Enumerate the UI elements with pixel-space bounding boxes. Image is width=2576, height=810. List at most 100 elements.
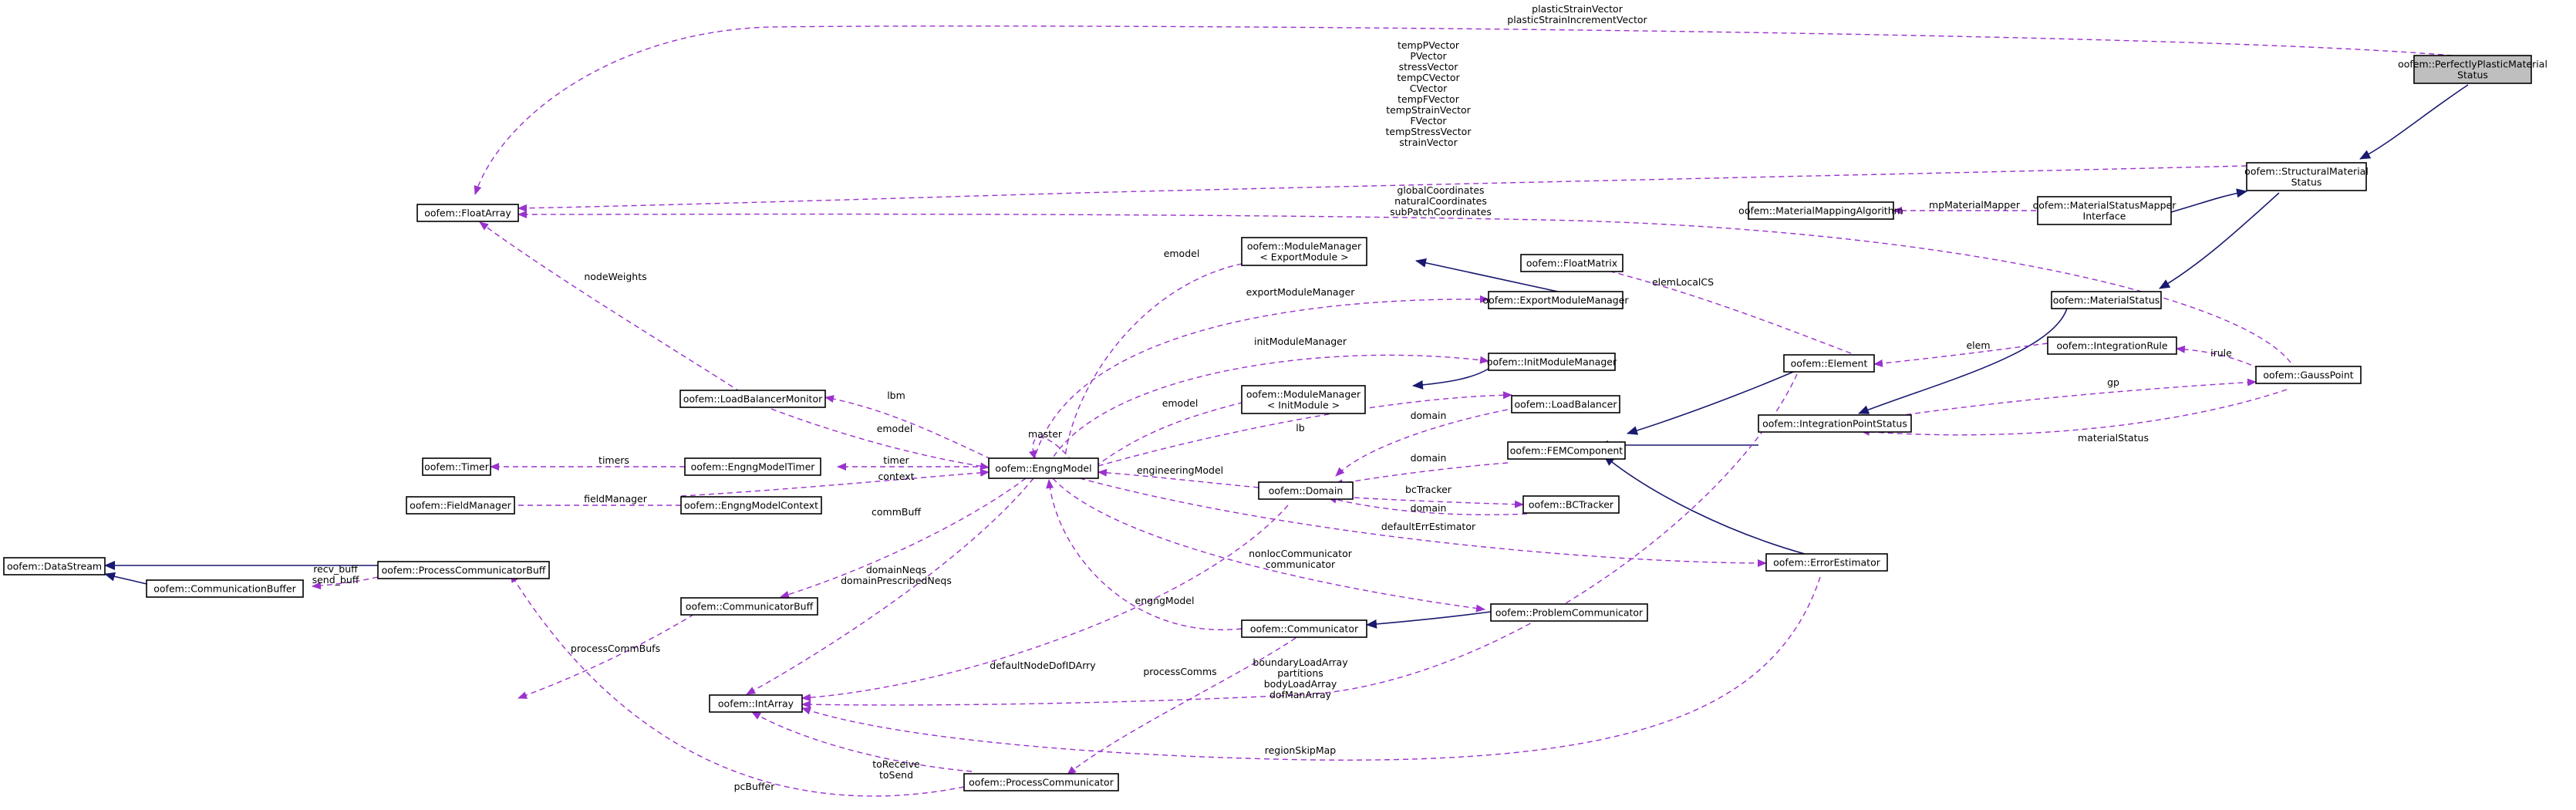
class-node-label: oofem::IntegrationPointStatus [1762, 418, 1907, 430]
class-node-bctracker[interactable]: oofem::BCTracker [1522, 495, 1620, 514]
edge-label-line: partitions [1277, 667, 1323, 679]
edge-label-line: timers [598, 454, 629, 466]
class-node-label: oofem::ModuleManager [1247, 241, 1362, 252]
label-gp: gp [2107, 376, 2119, 388]
class-node-label: oofem::Element [1791, 358, 1868, 370]
class-node-label: oofem::MaterialMappingAlgorithm [1738, 205, 1903, 217]
class-node-communicationbuffer[interactable]: oofem::CommunicationBuffer [146, 579, 304, 598]
label-bctracker: bcTracker [1405, 484, 1452, 495]
edge-inherit-perfectlyplastic-structural [2359, 84, 2469, 160]
edge-inherit-materialstatus-ipstatus [1858, 308, 2068, 414]
label-domain-bc: domain [1411, 502, 1447, 514]
class-node-label: oofem::Timer [424, 461, 490, 473]
edge-label-line: exportModuleManager [1246, 286, 1356, 298]
class-node-timer[interactable]: oofem::Timer [422, 457, 491, 476]
class-node-materialstatus[interactable]: oofem::MaterialStatus [2051, 291, 2162, 309]
class-node-gausspoint[interactable]: oofem::GaussPoint [2255, 366, 2362, 384]
edge-use-engngmodel [1046, 479, 1242, 631]
class-node-label: oofem::CommunicationBuffer [153, 583, 296, 595]
label-exportmodulemanager: exportModuleManager [1246, 286, 1356, 298]
label-timers: timers [598, 454, 629, 466]
label-engngmodel: engngModel [1135, 595, 1195, 606]
class-node-initmodulemanager[interactable]: oofem::InitModuleManager [1487, 353, 1617, 371]
edge-use-initmodulemanager [1048, 354, 1489, 465]
edge-label-line: elem [1966, 339, 1990, 351]
edge-use-commbuff [780, 478, 1027, 599]
edge-label-line: master [1028, 428, 1063, 440]
class-node-label: oofem::InitModuleManager [1487, 356, 1617, 368]
class-node-label: oofem::ErrorEstimator [1773, 557, 1881, 569]
edge-use-materialstatus [1860, 389, 2288, 436]
class-node-label: oofem::GaussPoint [2263, 370, 2353, 381]
edge-inherit-commbuffer-datastream [104, 572, 147, 585]
edge-use-emodel-init [1094, 402, 1242, 467]
edge-label-line: domain [1411, 410, 1447, 421]
class-node-domain[interactable]: oofem::Domain [1258, 481, 1354, 500]
edge-label-line: subPatchCoordinates [1390, 206, 1492, 218]
edge-use-elem [1873, 343, 2048, 367]
edge-label-line: bodyLoadArray [1264, 678, 1337, 690]
class-node-modulemanager-exportmodule[interactable]: oofem::ModuleManager< ExportModule > [1241, 237, 1367, 266]
label-master: master [1028, 428, 1063, 440]
class-node-processcommunicatorbuff[interactable]: oofem::ProcessCommunicatorBuff [377, 561, 550, 579]
edge-label-line: nonlocCommunicator [1249, 548, 1353, 559]
edge-label-line: stressVector [1399, 61, 1459, 73]
class-node-femcomponent[interactable]: oofem::FEMComponent [1507, 441, 1626, 460]
edge-use-processcomms [1067, 637, 1296, 775]
class-node-label: oofem::ExportModuleManager [1482, 295, 1629, 306]
class-node-label: oofem::PerfectlyPlasticMaterial [2398, 59, 2547, 70]
class-node-communicatorbuff[interactable]: oofem::CommunicatorBuff [680, 597, 818, 616]
class-node-floatarray[interactable]: oofem::FloatArray [416, 204, 519, 222]
label-processcommbufs: processCommBufs [571, 643, 660, 654]
label-timer: timer [883, 454, 909, 466]
class-node-exportmodulemanager[interactable]: oofem::ExportModuleManager [1482, 291, 1629, 309]
edge-use-plasticstrain [474, 25, 2453, 195]
label-processcomms: processComms [1143, 666, 1216, 677]
class-node-label: oofem::MaterialStatus [2053, 295, 2160, 306]
class-node-fieldmanager[interactable]: oofem::FieldManager [406, 496, 515, 515]
class-node-intarray[interactable]: oofem::IntArray [709, 694, 803, 713]
edge-use-structural-vectors [518, 165, 2247, 212]
label-defaultnodedofid: defaultNodeDofIDArry [990, 660, 1096, 671]
class-node-loadbalancermonitor[interactable]: oofem::LoadBalancerMonitor [679, 390, 826, 408]
edge-use-boundary [801, 373, 1798, 709]
class-node-label: oofem::LoadBalancer [1515, 399, 1618, 410]
class-node-label: oofem::ProblemCommunicator [1495, 607, 1644, 619]
class-node-engngmodel[interactable]: oofem::EngngModel [988, 457, 1099, 479]
class-node-element[interactable]: oofem::Element [1783, 354, 1875, 373]
edge-use-pcbuffer [510, 573, 965, 797]
edge-label-line: elemLocalCS [1652, 276, 1714, 288]
class-node-floatmatrix[interactable]: oofem::FloatMatrix [1520, 254, 1623, 272]
edge-label-line: tempPVector [1398, 39, 1460, 51]
class-node-modulemanager-initmodule[interactable]: oofem::ModuleManager< InitModule > [1241, 385, 1366, 414]
label-nodeweights: nodeWeights [584, 271, 646, 282]
class-node-errorestimator[interactable]: oofem::ErrorEstimator [1765, 553, 1888, 572]
label-fieldmanager: fieldManager [584, 493, 648, 505]
class-node-processcommunicator[interactable]: oofem::ProcessCommunicator [963, 773, 1119, 791]
class-node-integrationrule[interactable]: oofem::IntegrationRule [2047, 336, 2177, 355]
class-node-datastream[interactable]: oofem::DataStream [3, 557, 106, 575]
edge-use-elemlocalcs [1590, 264, 1852, 354]
edge-use-master [1029, 437, 1073, 462]
class-node-integrationpointstatus[interactable]: oofem::IntegrationPointStatus [1758, 414, 1912, 433]
edge-use-lbm [824, 395, 992, 460]
label-engineeringmodel: engineeringModel [1137, 464, 1223, 476]
class-node-engngmodelcontext[interactable]: oofem::EngngModelContext [680, 496, 822, 515]
edge-inherit-problemcomm-communicator [1366, 611, 1492, 629]
class-node-loadbalancer[interactable]: oofem::LoadBalancer [1511, 395, 1620, 413]
edge-inherit-initmm-modulemanager [1412, 368, 1489, 390]
class-node-engngmodeltimer[interactable]: oofem::EngngModelTimer [684, 457, 821, 476]
class-node-materialmappingalgorithm[interactable]: oofem::MaterialMappingAlgorithm [1738, 201, 1903, 220]
edge-inherit-structural-materialstatus [2159, 192, 2280, 289]
edge-label-line: pcBuffer [734, 781, 776, 792]
edge-label-line: domain [1411, 452, 1447, 464]
class-node-problemcommunicator[interactable]: oofem::ProblemCommunicator [1490, 603, 1648, 622]
class-node-communicator[interactable]: oofem::Communicator [1241, 619, 1367, 638]
label-initmodulemanager: initModuleManager [1254, 336, 1347, 347]
edge-use-nodeweights [479, 221, 741, 393]
